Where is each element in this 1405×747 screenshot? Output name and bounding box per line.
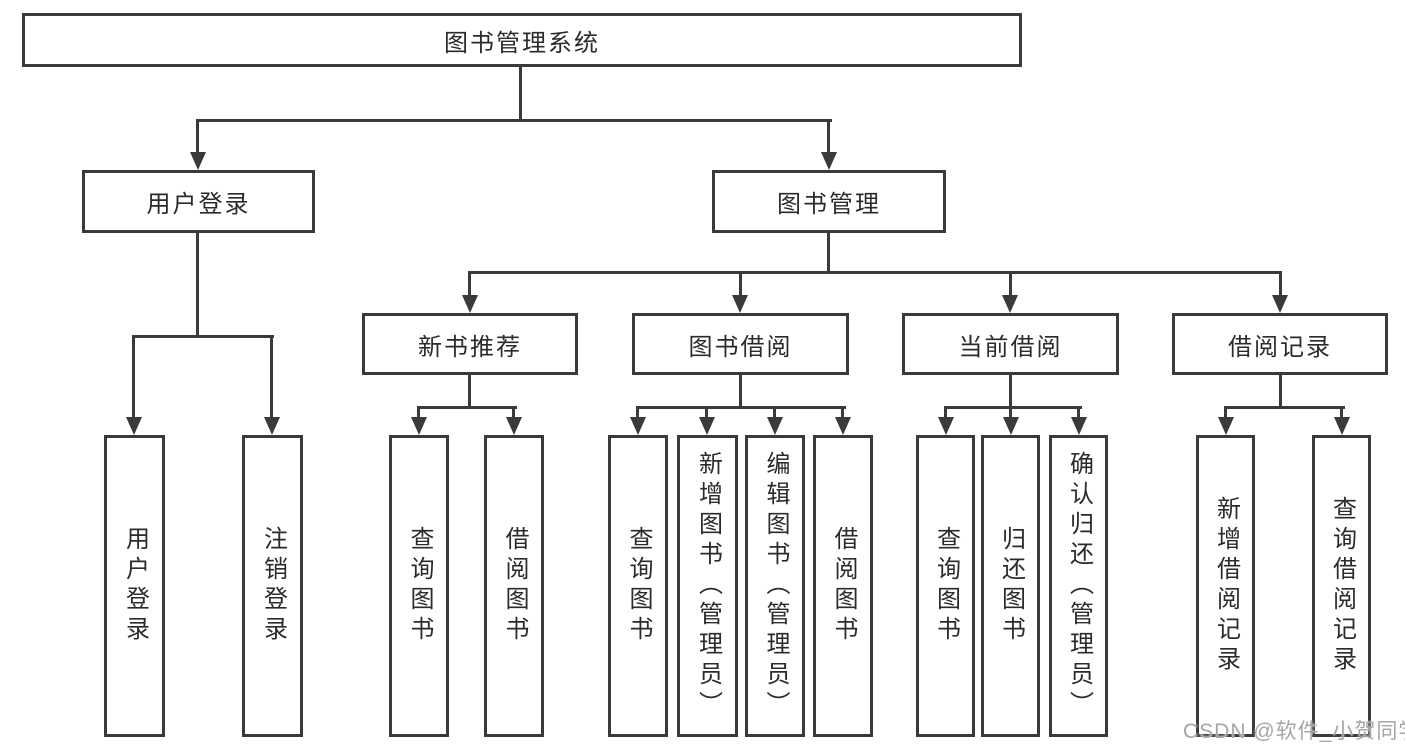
leaf-add-borrow-record: 新增借阅记录 — [1196, 435, 1255, 737]
connector-userlogin-drop-1 — [132, 337, 135, 419]
arrow-down-icon — [190, 152, 206, 170]
connector-recommend-drop-1 — [417, 408, 420, 419]
arrow-down-icon — [1071, 417, 1087, 435]
arrow-down-icon — [462, 295, 478, 313]
leaf-query-books-borrow: 查询图书 — [608, 435, 668, 737]
leaf-add-books-admin: 新增图书（管理员） — [677, 435, 738, 737]
connector-root-stem — [519, 67, 522, 121]
connector-bookmgmt-rail — [468, 271, 1282, 274]
connector-current-drop-1 — [944, 408, 947, 419]
connector-records-drop-2 — [1340, 408, 1343, 419]
arrow-down-icon — [411, 417, 427, 435]
node-new-book-recommendation: 新书推荐 — [362, 313, 578, 375]
leaf-query-books-current: 查询图书 — [916, 435, 975, 737]
arrow-down-icon — [767, 417, 783, 435]
node-borrowing-records: 借阅记录 — [1172, 313, 1388, 375]
arrow-down-icon — [835, 417, 851, 435]
csdn-watermark: CSDN @软件_小贺同学 — [1183, 720, 1405, 743]
arrow-down-icon — [1002, 295, 1018, 313]
leaf-user-login: 用户登录 — [104, 435, 165, 737]
arrow-down-icon — [126, 417, 142, 435]
connector-borrowing-stem — [739, 375, 742, 408]
connector-current-drop-2 — [1009, 408, 1012, 419]
connector-current-drop-3 — [1077, 408, 1080, 419]
leaf-logout: 注销登录 — [242, 435, 303, 737]
connector-userlogin-rail — [132, 335, 274, 338]
connector-root-drop-right — [827, 121, 830, 154]
connector-records-rail — [1224, 406, 1345, 409]
leaf-query-books-recommend: 查询图书 — [389, 435, 449, 737]
arrow-down-icon — [1272, 295, 1288, 313]
leaf-return-books: 归还图书 — [981, 435, 1040, 737]
connector-userlogin-stem — [196, 233, 199, 337]
connector-borrowing-drop-3 — [773, 408, 776, 419]
arrow-down-icon — [821, 152, 837, 170]
arrow-down-icon — [699, 417, 715, 435]
connector-bookmgmt-drop-2 — [739, 273, 742, 297]
node-user-login: 用户登录 — [82, 170, 315, 233]
arrow-down-icon — [732, 295, 748, 313]
leaf-edit-books-admin: 编辑图书（管理员） — [745, 435, 805, 737]
connector-recommend-drop-2 — [512, 408, 515, 419]
connector-root-rail — [196, 119, 832, 122]
connector-recommend-stem — [468, 375, 471, 408]
leaf-query-borrow-record: 查询借阅记录 — [1312, 435, 1371, 737]
arrow-down-icon — [938, 417, 954, 435]
connector-borrowing-rail — [636, 406, 846, 409]
connector-userlogin-drop-2 — [270, 337, 273, 419]
connector-records-stem — [1279, 375, 1282, 408]
connector-borrowing-drop-4 — [841, 408, 844, 419]
connector-recommend-rail — [417, 406, 517, 409]
leaf-confirm-return-admin: 确认归还（管理员） — [1049, 435, 1108, 737]
arrow-down-icon — [506, 417, 522, 435]
connector-records-drop-1 — [1224, 408, 1227, 419]
arrow-down-icon — [1003, 417, 1019, 435]
node-library-system: 图书管理系统 — [22, 13, 1022, 67]
connector-bookmgmt-stem — [827, 233, 830, 274]
connector-borrowing-drop-2 — [705, 408, 708, 419]
node-book-management: 图书管理 — [712, 170, 946, 233]
connector-current-rail — [944, 406, 1082, 409]
arrow-down-icon — [264, 417, 280, 435]
connector-bookmgmt-drop-1 — [468, 273, 471, 297]
connector-current-stem — [1009, 375, 1012, 408]
connector-borrowing-drop-1 — [636, 408, 639, 419]
connector-bookmgmt-drop-4 — [1279, 273, 1282, 297]
leaf-borrow-books-recommend: 借阅图书 — [484, 435, 544, 737]
arrow-down-icon — [1218, 417, 1234, 435]
node-current-borrowing: 当前借阅 — [902, 313, 1119, 375]
connector-root-drop-left — [196, 121, 199, 154]
connector-bookmgmt-drop-3 — [1009, 273, 1012, 297]
leaf-borrow-books-borrow: 借阅图书 — [813, 435, 873, 737]
arrow-down-icon — [1334, 417, 1350, 435]
arrow-down-icon — [630, 417, 646, 435]
node-book-borrowing: 图书借阅 — [632, 313, 849, 375]
